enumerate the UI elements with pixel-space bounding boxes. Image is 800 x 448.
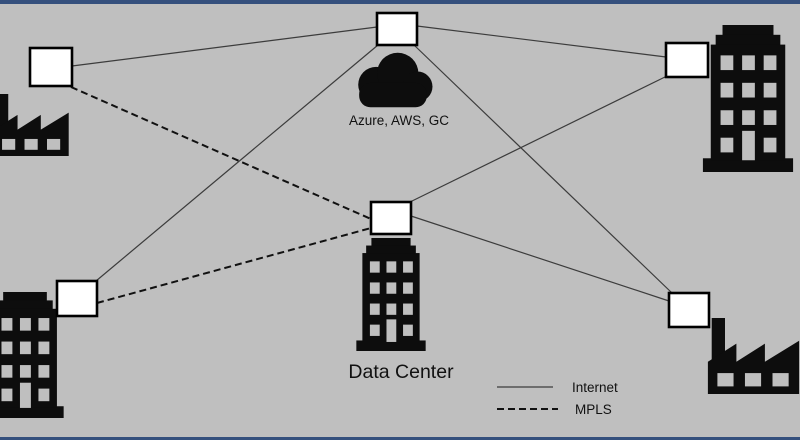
edge-internet-site-a-cloud (71, 26, 378, 67)
data-center-building-icon (356, 238, 426, 351)
legend-internet-label: Internet (572, 380, 618, 395)
node-box-cloud (375, 11, 419, 47)
factory-icon (707, 318, 800, 394)
node-box-site-b (664, 41, 710, 79)
cloud-icon (358, 52, 433, 108)
edges-group (70, 25, 673, 304)
node-box-data-center (369, 200, 413, 236)
node-box-site-a (28, 46, 74, 88)
slide-top-border (0, 0, 800, 4)
edge-internet-cloud-site-d (413, 44, 673, 294)
edge-internet-datacenter-site-d (410, 215, 670, 302)
cloud-label: Azure, AWS, GC (349, 113, 449, 128)
office-building-icon (0, 292, 64, 418)
factory-icon (0, 94, 69, 156)
data-center-label: Data Center (348, 361, 454, 383)
edge-internet-datacenter-site-b (409, 75, 668, 203)
edge-mpls-site-c-datacenter (96, 227, 372, 304)
legend: Internet MPLS (497, 380, 618, 417)
node-box-site-c (55, 279, 99, 318)
edge-mpls-site-a-datacenter (70, 86, 372, 220)
office-building-icon (702, 25, 794, 172)
slide-bottom-border (0, 437, 800, 440)
edge-internet-cloud-site-c (95, 44, 379, 282)
below-slide-area (0, 440, 800, 448)
node-box-site-d (667, 291, 711, 329)
edge-internet-cloud-site-b (416, 25, 667, 58)
legend-mpls-label: MPLS (575, 402, 612, 417)
